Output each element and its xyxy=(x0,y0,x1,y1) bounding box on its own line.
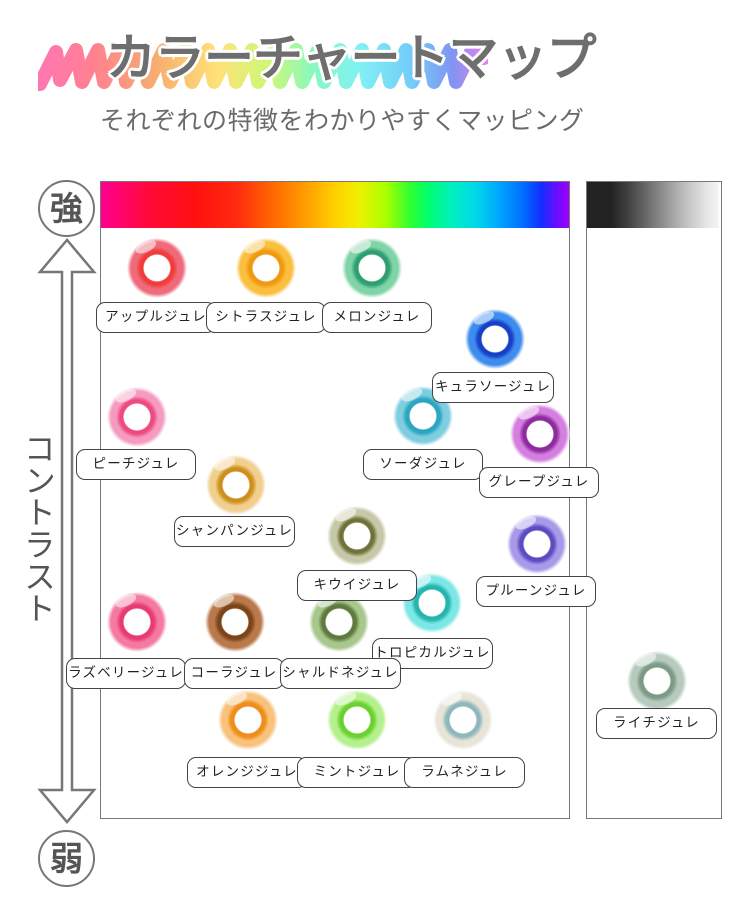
lens-image[interactable] xyxy=(465,308,525,369)
page-title: カラーチャートマップ xyxy=(106,29,597,87)
lens-name-label[interactable]: ミントジュレ xyxy=(297,757,417,788)
lens-image[interactable] xyxy=(627,650,687,711)
lens-name-label[interactable]: グレープジュレ xyxy=(479,467,599,498)
lens-name-label[interactable]: ライチジュレ xyxy=(596,708,717,739)
lens-name-label[interactable]: シャンパンジュレ xyxy=(174,516,295,547)
lens-image[interactable] xyxy=(205,591,265,652)
lens-name-label[interactable]: メロンジュレ xyxy=(322,302,432,333)
lens-name-label[interactable]: シャルドネジュレ xyxy=(280,658,401,689)
lens-image[interactable] xyxy=(206,454,266,515)
axis-label-contrast: コントラスト xyxy=(19,432,57,624)
lens-image[interactable] xyxy=(107,591,167,652)
lens-image[interactable] xyxy=(218,689,278,750)
lens-image[interactable] xyxy=(433,689,493,750)
lens-image[interactable] xyxy=(327,505,387,566)
lens-name-label[interactable]: ピーチジュレ xyxy=(76,449,196,480)
grayscale-gradient-bar xyxy=(587,182,719,228)
lens-image[interactable] xyxy=(309,591,369,652)
lens-name-label[interactable]: シトラスジュレ xyxy=(206,302,326,333)
lens-name-label[interactable]: オレンジジュレ xyxy=(187,757,307,788)
lens-image[interactable] xyxy=(236,237,296,298)
lens-name-label[interactable]: ラムネジュレ xyxy=(404,757,525,788)
lens-name-label[interactable]: プルーンジュレ xyxy=(476,576,596,607)
double-arrow-icon xyxy=(37,238,97,824)
axis-weak-badge: 弱 xyxy=(38,830,95,887)
rainbow-brush-decoration xyxy=(38,43,488,91)
page-subtitle: それぞれの特徴をわかりやすくマッピング xyxy=(100,106,585,135)
hue-gradient-bar xyxy=(101,182,569,228)
lens-image[interactable] xyxy=(127,237,187,298)
lens-image[interactable] xyxy=(342,237,402,298)
lens-image[interactable] xyxy=(510,403,570,464)
lens-image[interactable] xyxy=(327,689,387,750)
lens-image[interactable] xyxy=(507,513,567,574)
lens-name-label[interactable]: キウイジュレ xyxy=(297,570,417,601)
lens-name-label[interactable]: ソーダジュレ xyxy=(363,449,483,480)
axis-strong-badge: 強 xyxy=(38,180,95,237)
lens-name-label[interactable]: ラズベリージュレ xyxy=(66,658,186,689)
lens-name-label[interactable]: コーラジュレ xyxy=(184,658,284,689)
lens-name-label[interactable]: アップルジュレ xyxy=(96,302,216,333)
lens-image[interactable] xyxy=(107,386,167,447)
lens-name-label[interactable]: キュラソージュレ xyxy=(432,372,554,403)
